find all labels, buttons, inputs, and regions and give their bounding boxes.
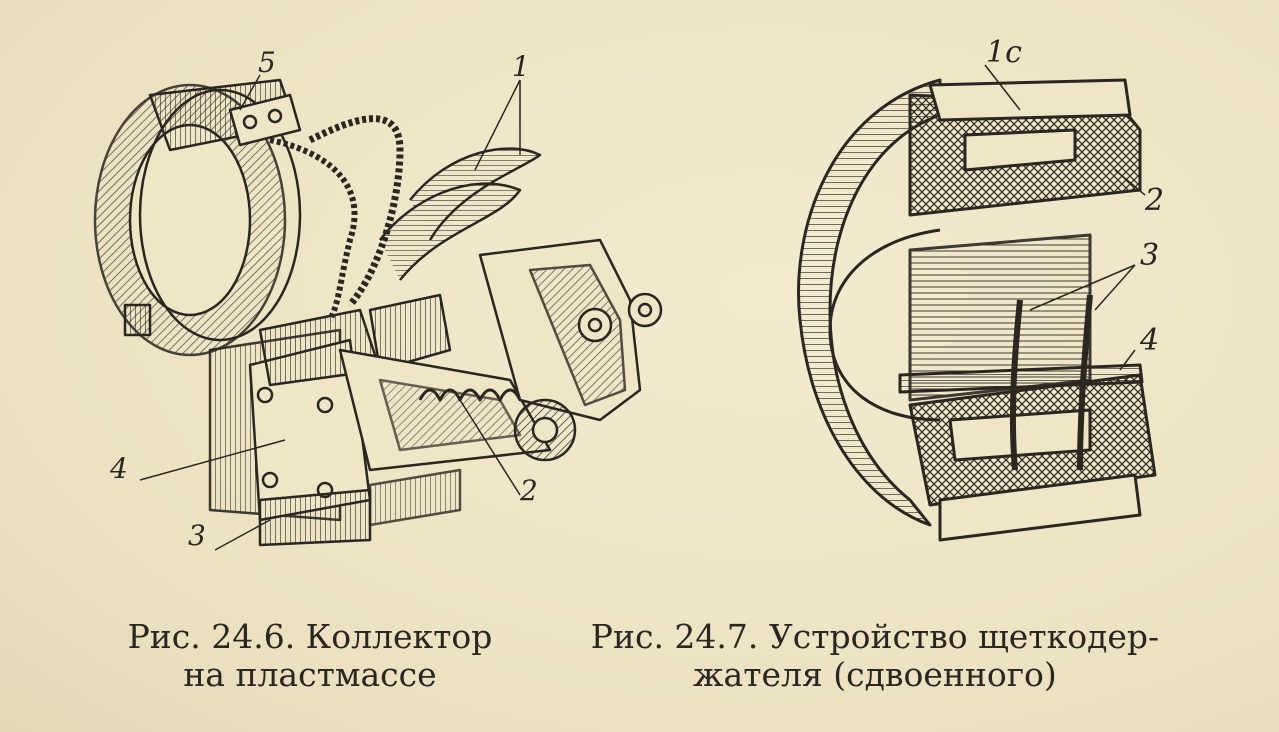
collector-illustration: 5 1 2 3 4 bbox=[93, 46, 663, 552]
label-1c: 1c bbox=[986, 35, 1022, 70]
label-3: 3 bbox=[1140, 238, 1159, 273]
label-3: 3 bbox=[188, 519, 206, 552]
label-1: 1 bbox=[512, 50, 530, 83]
caption-line: Рис. 24.6. Коллектор bbox=[127, 617, 493, 656]
caption-line: Рис. 24.7. Устройство щеткодер- bbox=[590, 617, 1160, 656]
caption-line: на пластмассе bbox=[183, 655, 437, 694]
label-2: 2 bbox=[1144, 183, 1164, 218]
brush-holder-illustration: 1c 2 3 4 bbox=[797, 35, 1164, 542]
caption-fig-24-6: Рис. 24.6. Коллектор на пластмассе bbox=[90, 618, 530, 694]
caption-line: жателя (сдвоенного) bbox=[693, 655, 1057, 694]
label-5: 5 bbox=[258, 46, 276, 79]
label-4: 4 bbox=[109, 452, 128, 485]
label-4: 4 bbox=[1139, 323, 1159, 358]
caption-fig-24-7: Рис. 24.7. Устройство щеткодер- жателя (… bbox=[565, 618, 1185, 694]
label-2: 2 bbox=[519, 474, 538, 507]
